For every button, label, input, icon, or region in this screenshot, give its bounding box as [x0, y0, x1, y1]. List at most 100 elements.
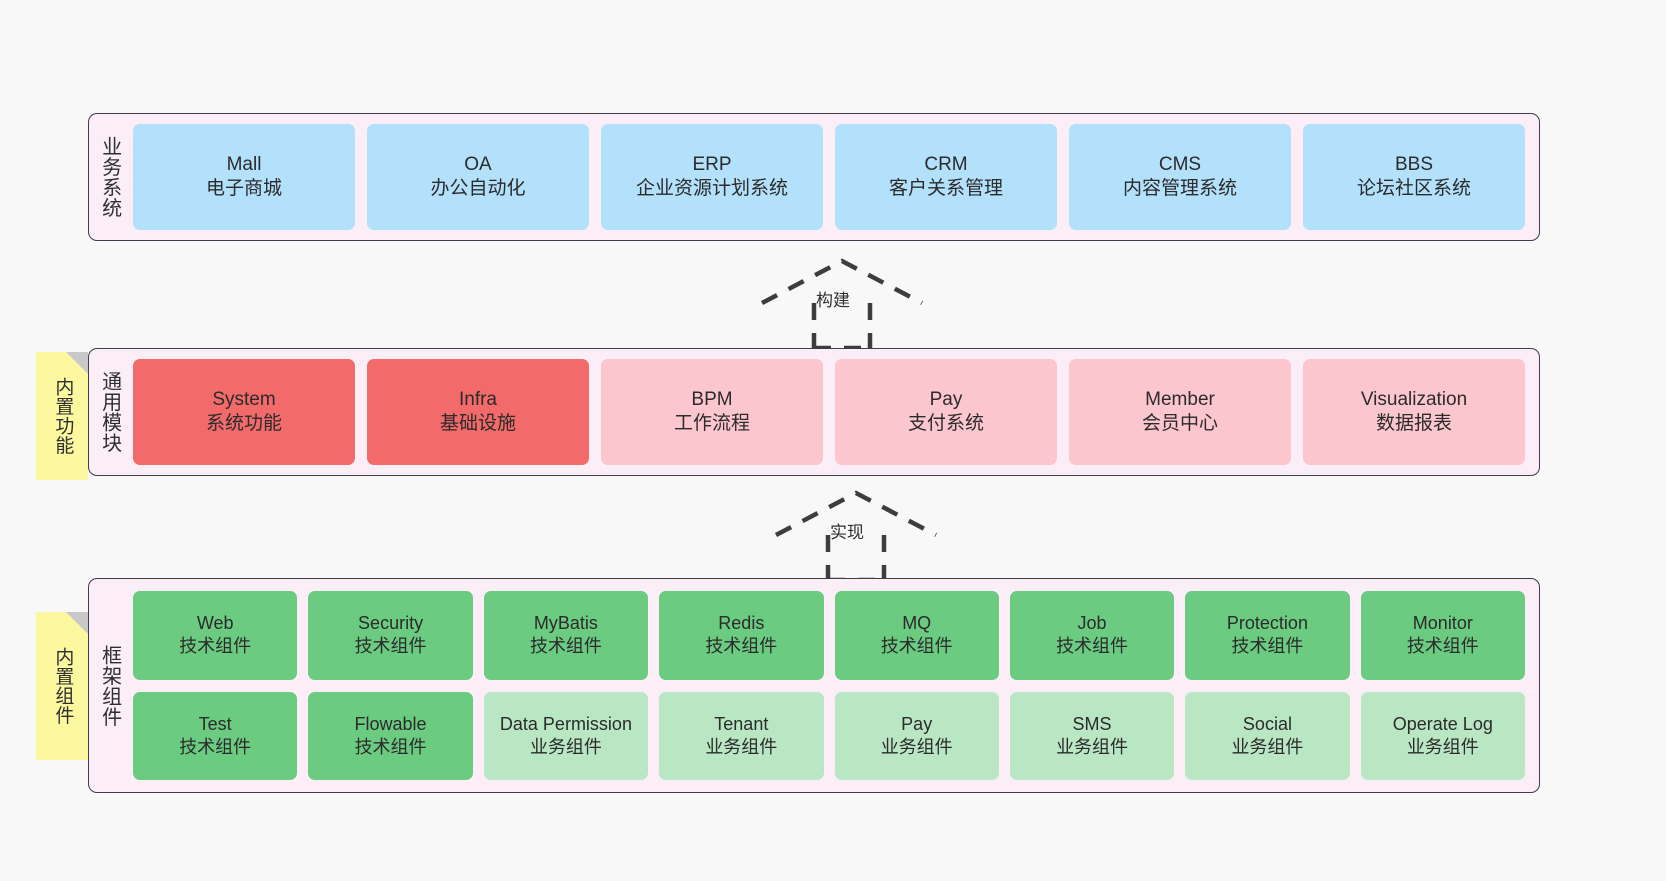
component-card[interactable]: Mall 电子商城: [133, 124, 355, 230]
note-builtin-components: 内置组件: [36, 612, 88, 760]
component-card[interactable]: Infra 基础设施: [367, 359, 589, 465]
connector-build-label: 构建: [816, 291, 850, 310]
card-title: Flowable: [354, 713, 427, 734]
card-subtitle: 技术组件: [1056, 636, 1129, 657]
card-title: Visualization: [1360, 388, 1468, 410]
card-subtitle: 数据报表: [1375, 413, 1452, 434]
card-title: Social: [1242, 713, 1292, 734]
card-subtitle: 办公自动化: [430, 178, 526, 199]
card-title: Tenant: [714, 713, 769, 734]
card-subtitle: 技术组件: [1231, 636, 1304, 657]
arrowhead-open-triangle: [760, 258, 924, 305]
card-title: Test: [198, 713, 232, 734]
card-subtitle: 基础设施: [439, 413, 516, 434]
card-title: MQ: [902, 613, 932, 634]
component-card[interactable]: BPM 工作流程: [601, 359, 823, 465]
component-card[interactable]: Pay 支付系统: [835, 359, 1057, 465]
card-title: Monitor: [1412, 613, 1473, 634]
card-title: System: [212, 388, 276, 410]
card-subtitle: 业务组件: [1056, 736, 1129, 757]
note-builtin-features: 内置功能: [36, 352, 88, 480]
card-subtitle: 技术组件: [179, 636, 252, 657]
card-subtitle: 技术组件: [705, 636, 778, 657]
card-title: CRM: [924, 153, 968, 175]
card-title: Data Permission: [499, 713, 632, 734]
component-card[interactable]: Visualization 数据报表: [1303, 359, 1525, 465]
card-subtitle: 技术组件: [354, 736, 427, 757]
card-subtitle: 业务组件: [705, 736, 778, 757]
note-fold-corner-icon: [66, 352, 88, 374]
card-subtitle: 技术组件: [880, 636, 953, 657]
note-builtin-features-label: 内置功能: [52, 377, 74, 455]
component-card[interactable]: ERP 企业资源计划系统: [601, 124, 823, 230]
layer-framework-title: 框架组件: [98, 644, 121, 727]
card-title: Operate Log: [1392, 713, 1493, 734]
component-card[interactable]: Member 会员中心: [1069, 359, 1291, 465]
card-subtitle: 技术组件: [179, 736, 252, 757]
connector-implement-arrow: 实现: [766, 490, 946, 583]
layer-modules-title: 通用模块: [98, 371, 121, 453]
card-subtitle: 工作流程: [673, 413, 750, 434]
connector-implement-label: 实现: [830, 523, 864, 542]
note-fold-corner-icon: [66, 612, 88, 634]
card-title: Pay: [901, 713, 933, 734]
card-title: Protection: [1226, 613, 1308, 634]
card-title: OA: [464, 153, 492, 175]
component-card[interactable]: OA 办公自动化: [367, 124, 589, 230]
card-subtitle: 论坛社区系统: [1356, 178, 1471, 199]
card-subtitle: 客户关系管理: [888, 178, 1003, 199]
card-title: CMS: [1158, 153, 1202, 175]
card-subtitle: 业务组件: [1406, 736, 1479, 757]
card-subtitle: 业务组件: [529, 736, 602, 757]
card-subtitle: 技术组件: [529, 636, 602, 657]
card-title: Member: [1145, 388, 1215, 410]
card-subtitle: 技术组件: [1406, 636, 1479, 657]
card-title: ERP: [692, 153, 732, 175]
connector-build-arrow: 构建: [752, 258, 932, 351]
card-title: Mall: [226, 153, 262, 175]
card-subtitle: 电子商城: [205, 178, 282, 199]
card-subtitle: 会员中心: [1141, 413, 1218, 434]
card-subtitle: 业务组件: [1231, 736, 1304, 757]
card-subtitle: 支付系统: [907, 413, 984, 434]
card-title: Redis: [718, 613, 765, 634]
arrowhead-open-triangle: [774, 490, 938, 537]
note-builtin-components-label: 内置组件: [52, 647, 74, 725]
component-card[interactable]: CRM 客户关系管理: [835, 124, 1057, 230]
card-title: SMS: [1072, 713, 1112, 734]
card-title: BPM: [691, 388, 733, 410]
card-title: Pay: [929, 388, 963, 410]
card-title: Web: [196, 613, 234, 634]
card-title: MyBatis: [533, 613, 598, 634]
card-subtitle: 技术组件: [354, 636, 427, 657]
card-subtitle: 企业资源计划系统: [635, 178, 788, 199]
card-title: Infra: [458, 388, 498, 410]
